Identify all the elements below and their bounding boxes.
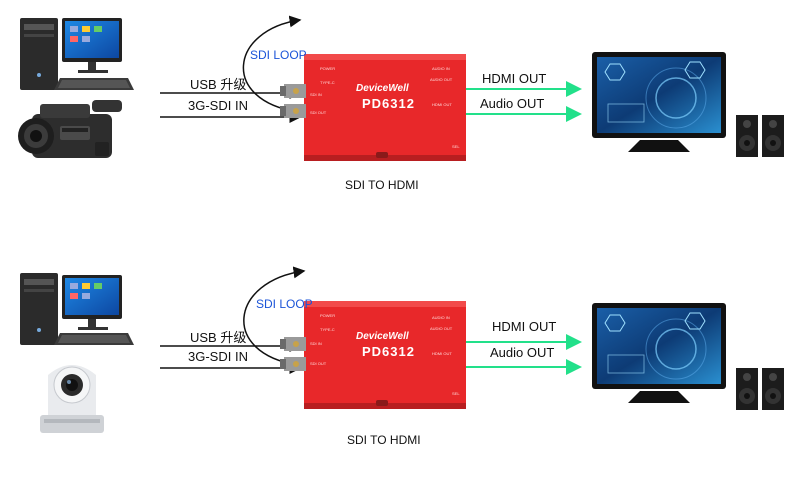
panel-sdi-out-label: SDI OUT bbox=[310, 110, 327, 115]
panel-audio-in-label: AUDIO IN bbox=[432, 66, 450, 71]
camcorder-icon bbox=[18, 100, 122, 158]
keyboard-icon bbox=[54, 333, 134, 345]
converter-device bbox=[304, 54, 466, 161]
sdi-loop-label: SDI LOOP bbox=[250, 48, 307, 62]
panel-sdi-in-label: SDI IN bbox=[310, 341, 322, 346]
hdmi-out-label: HDMI OUT bbox=[492, 319, 557, 334]
tv-display-icon bbox=[592, 303, 726, 403]
device-model-label: PD6312 bbox=[362, 344, 415, 359]
converter-device bbox=[304, 301, 466, 409]
scene-caption: SDI TO HDMI bbox=[347, 433, 421, 447]
hdmi-out-label: HDMI OUT bbox=[482, 71, 547, 86]
scene-graphics bbox=[18, 15, 784, 161]
pc-monitor-icon bbox=[62, 275, 122, 330]
panel-power-label: POWER bbox=[320, 313, 336, 318]
ptz-camera-icon bbox=[40, 365, 104, 433]
bnc-connector-in bbox=[280, 84, 306, 98]
panel-audio-out-label: AUDIO OUT bbox=[430, 77, 453, 82]
audio-out-label: Audio OUT bbox=[480, 96, 545, 111]
panel-typec-label: TYPE-C bbox=[320, 80, 335, 85]
device-brand-logo: DeviceWell bbox=[356, 331, 409, 342]
sdi-loop-arrow bbox=[242, 15, 302, 113]
tv-display-icon bbox=[592, 52, 726, 152]
pc-monitor-icon bbox=[62, 18, 122, 73]
panel-hdmi-out-label: HDMI OUT bbox=[432, 102, 452, 107]
pc-tower-icon bbox=[20, 18, 58, 90]
usb-upgrade-label: USB 升级 bbox=[190, 77, 247, 92]
pc-tower-icon bbox=[20, 273, 58, 345]
speaker-right-icon bbox=[762, 368, 784, 410]
panel-typec-label: TYPE-C bbox=[320, 327, 335, 332]
speaker-left-icon bbox=[736, 115, 758, 157]
panel-sel-label: SEL bbox=[452, 391, 460, 396]
audio-out-label: Audio OUT bbox=[490, 345, 555, 360]
speaker-right-icon bbox=[762, 115, 784, 157]
device-brand-logo: DeviceWell bbox=[356, 83, 409, 94]
device-model-label: PD6312 bbox=[362, 96, 415, 111]
usb-upgrade-label: USB 升级 bbox=[190, 330, 247, 345]
keyboard-icon bbox=[54, 78, 134, 90]
bnc-connector-out bbox=[280, 357, 306, 371]
panel-power-label: POWER bbox=[320, 66, 336, 71]
panel-sdi-in-label: SDI IN bbox=[310, 92, 322, 97]
scene-ptz-camera: USB 升级 3G-SDI IN SDI LOOP POWER TYPE-C S… bbox=[0, 245, 800, 490]
bnc-connector-out bbox=[280, 104, 306, 118]
sdi-in-label: 3G-SDI IN bbox=[188, 349, 248, 364]
panel-hdmi-out-label: HDMI OUT bbox=[432, 351, 452, 356]
bnc-connector-in bbox=[280, 337, 306, 351]
sdi-loop-label: SDI LOOP bbox=[256, 297, 313, 311]
panel-audio-out-label: AUDIO OUT bbox=[430, 326, 453, 331]
panel-sel-label: SEL bbox=[452, 144, 460, 149]
sdi-in-label: 3G-SDI IN bbox=[188, 98, 248, 113]
scene-caption: SDI TO HDMI bbox=[345, 178, 419, 192]
sdi-loop-arrow bbox=[243, 266, 306, 366]
panel-sdi-out-label: SDI OUT bbox=[310, 361, 327, 366]
scene-camcorder: USB 升级 3G-SDI IN SDI LOOP POWER TYPE-C S… bbox=[0, 0, 800, 245]
speaker-left-icon bbox=[736, 368, 758, 410]
scene-graphics bbox=[20, 266, 784, 433]
panel-audio-in-label: AUDIO IN bbox=[432, 315, 450, 320]
